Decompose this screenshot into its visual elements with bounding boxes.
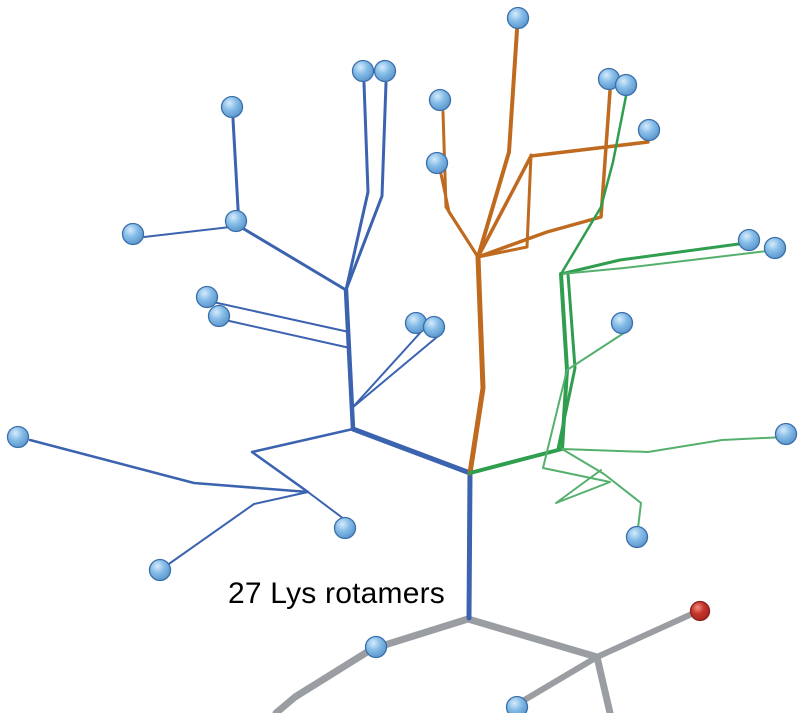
bond-greenLight — [561, 436, 786, 453]
bond-green — [468, 272, 569, 475]
bond-blue — [307, 491, 345, 520]
bond-orange — [476, 140, 650, 259]
nitrogen-atom-sphere — [220, 95, 244, 119]
nitrogen-atom-sphere — [425, 151, 449, 175]
nitrogen-atom-sphere — [6, 425, 30, 449]
oxygen-atom-sphere — [689, 600, 711, 622]
bond-gray — [368, 615, 472, 653]
bond-orange — [476, 28, 519, 259]
nitrogen-atom-sphere — [207, 304, 231, 328]
bond-blue — [350, 426, 473, 476]
bond-blue — [28, 427, 355, 494]
bond-blue — [343, 287, 356, 432]
bond-greenLight — [542, 369, 611, 504]
bond-blue — [143, 225, 240, 238]
nitrogen-atom-sphere — [625, 525, 649, 549]
bond-blue — [231, 117, 348, 292]
nitrogen-atom-sphere — [121, 222, 145, 246]
bond-green — [556, 272, 577, 451]
nitrogen-atom-sphere — [614, 73, 638, 97]
bond-blue — [344, 81, 370, 292]
bond-blue — [212, 301, 350, 333]
nitrogen-atom-sphere — [422, 315, 446, 339]
nitrogen-atom-sphere — [333, 516, 357, 540]
bond-green — [559, 94, 628, 276]
bond-gray — [518, 654, 600, 705]
nitrogen-atom-sphere — [148, 558, 172, 582]
nitrogen-atom-sphere — [364, 635, 388, 659]
nitrogen-atom-sphere — [195, 285, 219, 309]
bond-orange — [476, 89, 612, 259]
nitrogen-atom-sphere — [506, 6, 530, 30]
bond-blue — [351, 332, 421, 409]
nitrogen-atom-sphere — [224, 209, 248, 233]
bond-greenLight — [566, 330, 628, 371]
bond-blue — [351, 336, 438, 409]
bond-blue — [165, 491, 309, 567]
nitrogen-atom-sphere — [505, 695, 529, 713]
bond-green — [559, 241, 748, 276]
bond-blue — [224, 319, 351, 349]
nitrogen-atom-sphere — [404, 311, 428, 335]
nitrogen-atom-sphere — [351, 59, 375, 83]
nitrogen-atom-sphere — [763, 236, 787, 260]
nitrogen-atom-sphere — [737, 228, 761, 252]
rotamer-count-label: 27 Lys rotamers — [228, 577, 445, 610]
bond-greenLight — [561, 448, 642, 529]
nitrogen-atom-sphere — [428, 88, 452, 112]
nitrogen-atom-sphere — [610, 311, 634, 335]
nitrogen-atom-sphere — [373, 59, 397, 83]
bond-gray — [593, 653, 614, 713]
nitrogen-atom-sphere — [774, 422, 798, 446]
bond-orange — [441, 110, 480, 259]
bond-orange — [467, 254, 486, 476]
nitrogen-atom-sphere — [637, 118, 661, 142]
bond-gray — [464, 615, 601, 661]
bond-blue — [466, 470, 473, 621]
bond-gray — [272, 645, 376, 713]
bond-blue — [344, 81, 388, 292]
bond-gray — [594, 610, 697, 660]
bond-greenLight — [560, 249, 777, 275]
bond-orange — [476, 153, 533, 259]
